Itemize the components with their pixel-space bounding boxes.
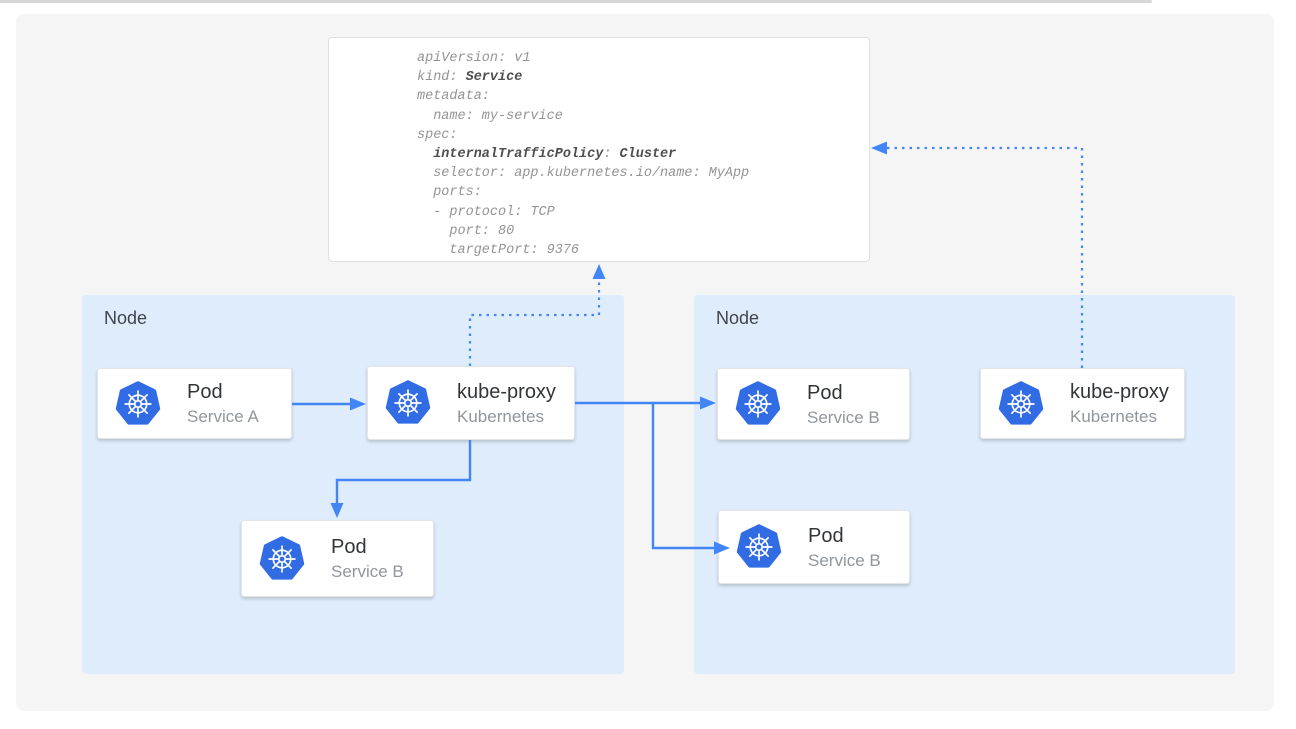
kubernetes-logo-icon: [385, 380, 431, 424]
card-title: Pod: [807, 381, 843, 404]
service-yaml-manifest: apiVersion: v1 kind: Service metadata: n…: [328, 37, 870, 262]
kubernetes-logo-icon: [998, 380, 1044, 425]
yaml-line-internal-traffic-policy: internalTrafficPolicy: Cluster: [433, 147, 677, 163]
card-title: Pod: [331, 536, 367, 558]
node-box-left: Node: [82, 295, 624, 674]
yaml-line: selector: app.kubernetes.io/name: MyApp: [417, 166, 750, 182]
card-title: kube-proxy: [1070, 381, 1169, 403]
kubernetes-logo-icon: [736, 524, 782, 568]
card-subtitle: Service B: [808, 550, 881, 570]
kubernetes-logo-icon: [259, 535, 305, 580]
yaml-line: targetPort: 9376: [417, 243, 580, 259]
kubernetes-logo-icon: [115, 380, 161, 425]
yaml-line: ports:: [417, 185, 482, 201]
card-title: Pod: [187, 381, 223, 403]
card-title: Pod: [808, 524, 844, 547]
yaml-line: apiVersion: v1: [417, 51, 531, 66]
node-label: Node: [104, 308, 148, 328]
pod-service-a-card: Pod Service A: [97, 368, 292, 439]
kubernetes-logo-icon: [735, 381, 781, 425]
yaml-line: port: 80: [417, 223, 515, 239]
card-subtitle: Kubernetes: [457, 406, 544, 426]
yaml-line: spec:: [417, 127, 458, 143]
card-subtitle: Service B: [807, 407, 880, 427]
card-subtitle: Service B: [331, 562, 404, 581]
yaml-line: - protocol: TCP: [417, 204, 555, 220]
pod-service-b-card-right-node-bottom: Pod Service B: [718, 510, 910, 584]
card-subtitle: Service A: [187, 407, 259, 426]
yaml-line: name: my-service: [417, 108, 563, 124]
node-label: Node: [716, 308, 760, 328]
kube-proxy-card-right: kube-proxy Kubernetes: [980, 368, 1185, 439]
yaml-line: metadata:: [417, 89, 490, 105]
kube-proxy-card-left: kube-proxy Kubernetes: [367, 366, 575, 440]
pod-service-b-card-left-node: Pod Service B: [241, 520, 434, 597]
pod-service-b-card-right-node-top: Pod Service B: [717, 368, 910, 440]
card-subtitle: Kubernetes: [1070, 407, 1157, 426]
node-box-right: Node: [694, 295, 1235, 674]
yaml-line: kind: Service: [417, 70, 523, 86]
card-title: kube-proxy: [457, 380, 556, 403]
top-divider-rule: [0, 0, 1152, 3]
